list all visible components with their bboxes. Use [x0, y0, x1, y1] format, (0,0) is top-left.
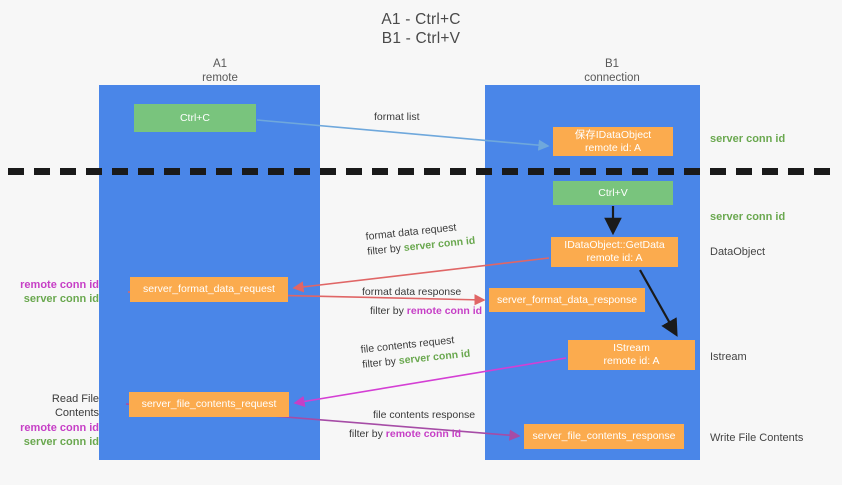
arrow-getdata-to-istream	[639, 269, 678, 337]
dash-segment	[788, 168, 804, 175]
lane-header-a1: A1 remote	[120, 58, 320, 85]
arrow-format-list	[256, 119, 550, 151]
note-server-conn-id-2: server conn id	[710, 211, 786, 223]
fmt-req-prefix: filter by	[366, 242, 405, 258]
dash-segment	[580, 168, 596, 175]
edge-label-file-contents-response: file contents response filter by remote …	[349, 408, 476, 441]
separator-dashed-line	[8, 168, 834, 175]
dash-segment	[658, 168, 674, 175]
edge-label-file-res-line1: file contents response	[373, 409, 476, 421]
note-remote-conn-id-1: remote conn id	[20, 279, 99, 291]
node-ctrl-v[interactable]: Ctrl+V	[553, 181, 673, 205]
node-file-res-label: server_file_contents_response	[532, 430, 676, 442]
file-res-highlight: remote conn id	[385, 428, 462, 440]
node-istream-line2: remote id: A	[603, 355, 660, 367]
node-server-file-contents-request[interactable]: server_file_contents_request	[129, 392, 289, 417]
node-server-format-data-request[interactable]: server_format_data_request	[130, 277, 288, 302]
dash-segment	[450, 168, 466, 175]
dash-segment	[502, 168, 518, 175]
dash-segment	[86, 168, 102, 175]
dash-segment	[398, 168, 414, 175]
page-title: A1 - Ctrl+C B1 - Ctrl+V	[0, 10, 842, 48]
note-remote-conn-id-2: remote conn id	[20, 422, 99, 434]
edge-label-file-res-line2: filter by remote conn id	[349, 427, 475, 441]
node-idataobject[interactable]: 保存IDataObject remote id: A	[553, 127, 673, 156]
dash-segment	[424, 168, 440, 175]
node-idataobject-line1: 保存IDataObject	[574, 128, 652, 141]
dash-segment	[34, 168, 50, 175]
fmt-res-prefix: filter by	[370, 305, 407, 317]
node-ctrl-v-label: Ctrl+V	[598, 186, 628, 199]
arrow-format-data-request	[292, 257, 550, 293]
dash-segment	[814, 168, 830, 175]
node-server-file-contents-response[interactable]: server_file_contents_response	[524, 424, 684, 449]
node-getdata-line2: remote id: A	[586, 252, 643, 264]
dash-segment	[632, 168, 648, 175]
dash-segment	[242, 168, 258, 175]
node-getdata-line1: IDataObject::GetData	[564, 239, 665, 251]
dash-segment	[320, 168, 336, 175]
dash-segment	[528, 168, 544, 175]
fmt-res-highlight: remote conn id	[406, 305, 483, 317]
note-conn-ids-group-2: Read File Contents remote conn id server…	[7, 392, 99, 449]
dash-segment	[60, 168, 76, 175]
dash-segment	[216, 168, 232, 175]
dash-segment	[346, 168, 362, 175]
node-istream-line1: IStream	[613, 342, 650, 354]
dash-segment	[138, 168, 154, 175]
node-istream[interactable]: IStream remote id: A	[568, 340, 695, 370]
lane-a1-name: A1	[212, 58, 228, 70]
dash-segment	[8, 168, 24, 175]
dash-segment	[190, 168, 206, 175]
node-ctrl-c[interactable]: Ctrl+C	[134, 104, 256, 132]
file-req-prefix: filter by	[361, 355, 400, 371]
dash-segment	[294, 168, 310, 175]
note-write-file-contents: Write File Contents	[710, 432, 804, 444]
edge-label-format-data-response: format data response filter by remote co…	[362, 285, 482, 318]
dash-segment	[476, 168, 492, 175]
note-server-conn-id-left-2: server conn id	[23, 436, 99, 448]
note-dataobject: DataObject	[710, 246, 766, 258]
note-server-conn-id-left-1: server conn id	[23, 293, 99, 305]
title-line-2: B1 - Ctrl+V	[381, 30, 461, 47]
dash-segment	[554, 168, 570, 175]
edge-label-fmt-res-line2: filter by remote conn id	[370, 304, 482, 318]
dash-segment	[112, 168, 128, 175]
dash-segment	[710, 168, 726, 175]
node-idataobject-line2: remote id: A	[584, 141, 642, 154]
node-ctrl-c-label: Ctrl+C	[179, 111, 211, 124]
title-line-1: A1 - Ctrl+C	[381, 11, 461, 28]
dash-segment	[372, 168, 388, 175]
node-idataobject-getdata[interactable]: IDataObject::GetData remote id: A	[551, 237, 678, 267]
lane-header-b1: B1 connection	[512, 58, 712, 85]
dash-segment	[736, 168, 752, 175]
file-res-prefix: filter by	[349, 428, 386, 440]
note-server-conn-id-1: server conn id	[710, 133, 786, 145]
lane-b1-name: B1	[604, 58, 620, 70]
dash-segment	[164, 168, 180, 175]
edge-label-format-list: format list	[374, 111, 420, 123]
note-istream: Istream	[710, 351, 747, 363]
node-file-req-label: server_file_contents_request	[141, 398, 277, 410]
dash-segment	[684, 168, 700, 175]
lane-b1-subtitle: connection	[584, 71, 640, 84]
dash-segment	[606, 168, 622, 175]
node-fmt-res-label: server_format_data_response	[496, 293, 638, 306]
lane-a1-subtitle: remote	[202, 71, 238, 84]
dash-segment	[762, 168, 778, 175]
dash-segment	[268, 168, 284, 175]
arrow-file-contents-request	[293, 357, 567, 407]
node-fmt-req-label: server_format_data_request	[143, 283, 275, 295]
note-conn-ids-group-1: remote conn id server conn id	[7, 278, 99, 306]
note-read-file-contents: Read File Contents	[51, 393, 99, 419]
edge-label-fmt-res-line1: format data response	[362, 286, 462, 298]
node-server-format-data-response[interactable]: server_format_data_response	[489, 288, 645, 312]
